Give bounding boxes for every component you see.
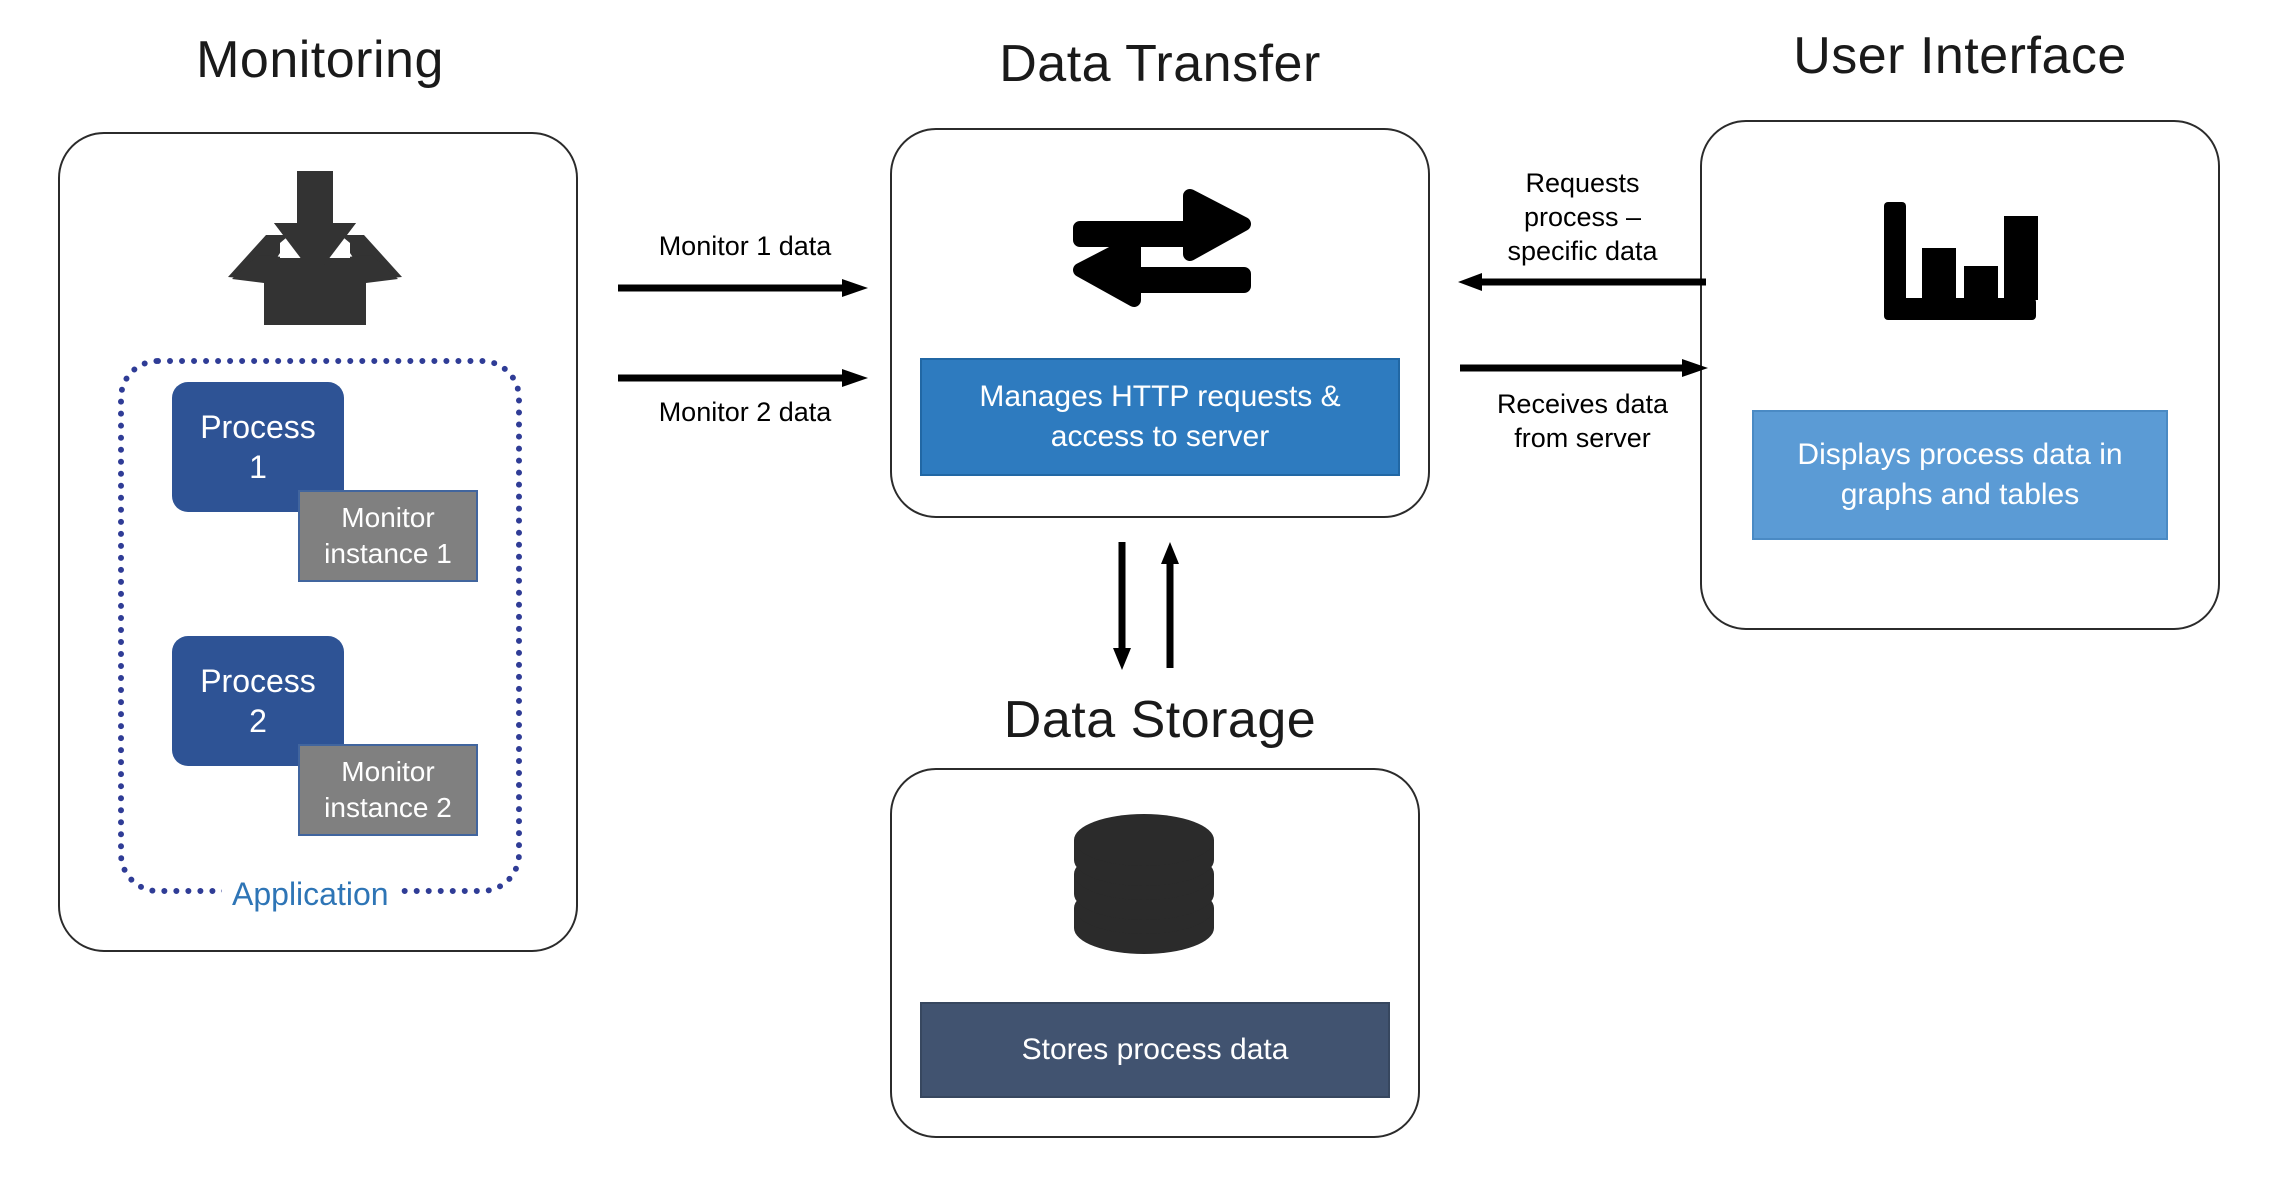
monitor-instance-box-1[interactable]: Monitor instance 1 [298,490,478,582]
user-interface-panel [1700,120,2220,630]
open-box-download-icon [222,165,407,335]
database-cylinder-icon [1068,808,1220,961]
monitor-1-data-arrow [618,279,868,297]
monitoring-title: Monitoring [196,31,444,89]
requests-process-label: Requests process – specific data [1507,168,1658,266]
monitor-1-data-label: Monitor 1 data [658,231,832,261]
monitor-instance-box-2[interactable]: Monitor instance 2 [298,744,478,836]
data-transfer-title: Data Transfer [999,35,1321,93]
data-storage-title: Data Storage [1003,691,1317,749]
application-label: Application [222,876,399,913]
data-storage-description-box: Stores process data [920,1002,1390,1098]
data-transfer-description-box: Manages HTTP requests & access to server [920,358,1400,476]
bar-chart-icon [1880,200,2040,335]
requests-process-arrow [1458,273,1706,291]
receives-data-label: Receives data from server [1496,389,1669,453]
user-interface-description-box: Displays process data in graphs and tabl… [1752,410,2168,540]
storage-to-transfer-arrow [1161,542,1179,668]
bidirectional-arrows-icon [1072,182,1252,317]
transfer-to-storage-arrow [1113,542,1131,670]
receives-data-arrow [1460,359,1708,377]
monitor-2-data-arrow [618,369,868,387]
monitor-2-data-label: Monitor 2 data [658,397,832,427]
process-box-1[interactable]: Process 1 [172,382,344,512]
user-interface-title: User Interface [1793,27,2127,85]
